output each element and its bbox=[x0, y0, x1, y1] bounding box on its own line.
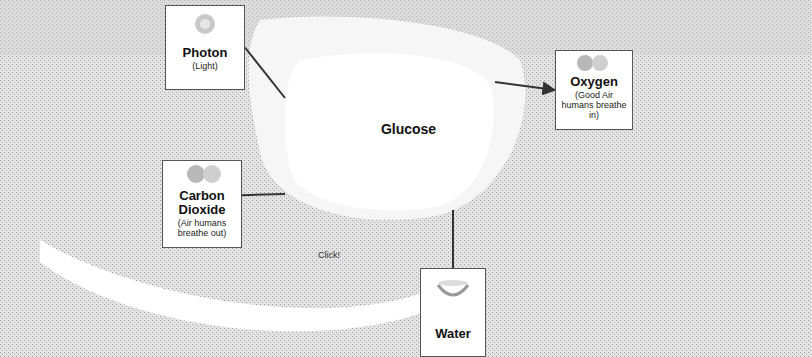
node-caption: (Good Air humans breathe in) bbox=[559, 90, 629, 120]
click-note: Click! bbox=[318, 250, 340, 260]
node-title: Oxygen bbox=[559, 75, 629, 89]
node-title: Photon bbox=[169, 46, 241, 60]
node-title: Carbon Dioxide bbox=[166, 189, 238, 217]
carbon-dioxide-box: Carbon Dioxide(Air humans breathe out) bbox=[162, 160, 242, 248]
water-icon bbox=[438, 280, 468, 295]
water-box: Water bbox=[420, 268, 486, 357]
node-caption: (Air humans breathe out) bbox=[166, 218, 238, 238]
connector-line bbox=[242, 194, 285, 195]
oxygen-box: Oxygen(Good Air humans breathe in) bbox=[555, 50, 633, 130]
connector-line bbox=[245, 48, 285, 99]
glucose-blob-node: Glucose bbox=[285, 50, 495, 210]
node-title: Water bbox=[424, 327, 482, 341]
photon-icon bbox=[195, 14, 215, 34]
connector-line bbox=[452, 210, 454, 268]
node-title: Glucose bbox=[325, 122, 492, 136]
connector-line bbox=[495, 82, 555, 90]
photon-box: Photon(Light) bbox=[165, 5, 245, 90]
co2-icon bbox=[187, 165, 221, 183]
node-caption: (Light) bbox=[169, 61, 241, 71]
glucose-blob bbox=[285, 53, 494, 210]
oxygen-icon bbox=[577, 55, 608, 71]
